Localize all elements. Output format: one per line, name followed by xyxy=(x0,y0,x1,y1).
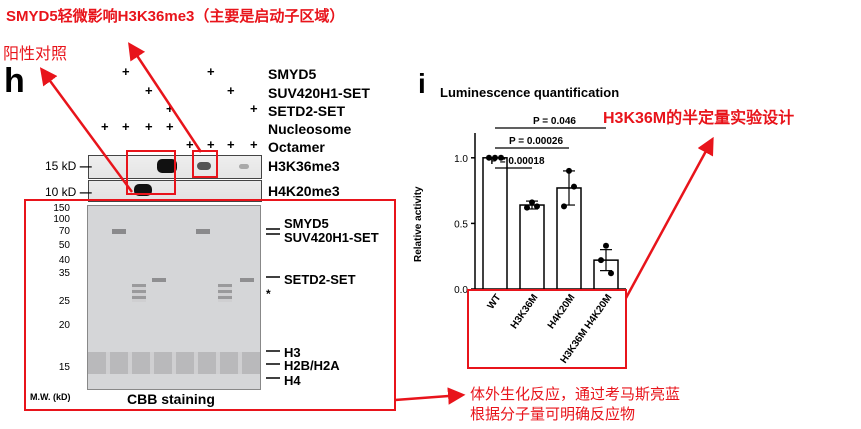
data-point xyxy=(566,167,572,174)
ladder-tick-label: 100 xyxy=(53,214,70,225)
data-point xyxy=(486,154,492,161)
ladder-tick-label: 25 xyxy=(58,296,70,307)
data-point xyxy=(598,257,604,264)
mw-10kd: 10 kD — xyxy=(45,185,92,199)
mutant-labels-box xyxy=(467,289,627,369)
x-tick-label: H3K36M xyxy=(509,292,541,331)
x-tick-label: H4K20M xyxy=(546,292,578,331)
pvalue-label: P = 0.046 xyxy=(533,116,576,127)
h3k36me3-band xyxy=(157,159,177,173)
y-tick-label: 0.5 xyxy=(454,219,468,230)
arrow-positive-control xyxy=(39,67,134,193)
cbb-annotation-line2: 根据分子量可明确反应物 xyxy=(470,406,636,423)
data-point xyxy=(534,203,540,210)
smyd5-band-1 xyxy=(112,229,126,234)
setd2-band-1 xyxy=(152,278,166,282)
bar xyxy=(593,259,619,290)
plus-sign: + xyxy=(227,137,235,152)
h4k20me3-label: H4K20me3 xyxy=(268,183,340,199)
bar xyxy=(482,157,508,290)
plus-sign: + xyxy=(250,137,258,152)
positive-control-annotation: 阳性对照 xyxy=(3,46,68,63)
positive-control-box xyxy=(126,150,176,195)
h3k36me3-band-faint xyxy=(197,162,211,170)
plus-sign: + xyxy=(227,83,235,98)
gel-label-star: * xyxy=(266,287,271,301)
condition-label: Octamer xyxy=(268,139,325,155)
plus-sign: + xyxy=(207,64,215,79)
plus-sign: + xyxy=(122,64,130,79)
gel-label-suv420: SUV420H1-SET xyxy=(284,230,379,245)
quant-annotation: H3K36M的半定量实验设计 xyxy=(603,110,795,127)
gel-label-setd2: SETD2-SET xyxy=(284,272,356,287)
plus-sign: + xyxy=(250,101,258,116)
cbb-gel xyxy=(87,205,261,390)
gel-label-h2b: H2B/H2A xyxy=(284,358,340,373)
cbb-annotation-line1: 体外生化反应，通过考马斯亮蓝 xyxy=(470,386,681,403)
histone-bands xyxy=(88,352,260,374)
plus-sign: + xyxy=(145,119,153,134)
h3k36me3-band-trace xyxy=(239,164,249,169)
cbb-staining-label: CBB staining xyxy=(127,391,215,407)
condition-label: SETD2-SET xyxy=(268,103,346,119)
top-annotation: SMYD5轻微影响H3K36me3（主要是启动子区域） xyxy=(6,8,345,25)
data-point xyxy=(498,154,504,161)
gel-label-h4: H4 xyxy=(284,373,301,388)
data-point xyxy=(524,204,530,211)
x-tick-label: WT xyxy=(486,292,504,311)
pvalue-label: P = 0.00018 xyxy=(490,156,544,167)
bar xyxy=(519,204,545,290)
mw-axis-label: M.W. (kD) xyxy=(30,392,71,402)
ladder-tick-label: 70 xyxy=(58,226,70,237)
ladder-tick-label: 35 xyxy=(58,268,70,279)
data-point xyxy=(529,199,535,206)
smyd5-band-2 xyxy=(196,229,210,234)
gel-label-smyd5: SMYD5 xyxy=(284,216,329,231)
chart-title: Luminescence quantification xyxy=(440,85,620,100)
y-tick-label: 1.0 xyxy=(454,154,468,165)
data-point xyxy=(561,203,567,210)
suv420-band-1 xyxy=(132,284,146,302)
annotation-boxes xyxy=(24,150,627,411)
cbb-gel-box xyxy=(24,199,396,411)
plus-sign: + xyxy=(186,137,194,152)
ladder-tick-label: 20 xyxy=(58,320,70,331)
ladder-tick-label: 15 xyxy=(58,362,70,373)
ladder-tick-label: 150 xyxy=(53,203,70,214)
data-point xyxy=(608,270,614,277)
mw-15kd: 15 kD — xyxy=(45,159,92,173)
arrow-cbb xyxy=(394,387,466,405)
data-point xyxy=(603,242,609,249)
arrow-quant xyxy=(624,136,714,299)
setd2-band-2 xyxy=(240,278,254,282)
suv420-band-2 xyxy=(218,284,232,302)
panel-h-label: h xyxy=(4,62,25,100)
data-point xyxy=(492,154,498,161)
condition-label: SMYD5 xyxy=(268,66,317,82)
ladder-tick-label: 40 xyxy=(58,255,70,266)
plus-sign: + xyxy=(207,137,215,152)
annotation-arrows xyxy=(39,42,714,405)
plus-sign: + xyxy=(166,101,174,116)
plus-sign: + xyxy=(122,119,130,134)
arrow-top-title xyxy=(128,42,203,153)
y-tick-label: 0.0 xyxy=(454,285,468,296)
plus-sign: + xyxy=(145,83,153,98)
gel-label-h3: H3 xyxy=(284,345,301,360)
data-point xyxy=(571,183,577,190)
panel-i-label: i xyxy=(418,68,426,99)
condition-label: Nucleosome xyxy=(268,121,352,137)
plus-sign: + xyxy=(101,119,109,134)
plus-sign: + xyxy=(166,119,174,134)
smyd5-signal-box xyxy=(192,150,218,178)
ladder-tick-label: 50 xyxy=(58,240,70,251)
h3k36me3-label: H3K36me3 xyxy=(268,158,340,174)
condition-label: SUV420H1-SET xyxy=(268,85,370,101)
pvalue-label: P = 0.00026 xyxy=(509,136,563,147)
